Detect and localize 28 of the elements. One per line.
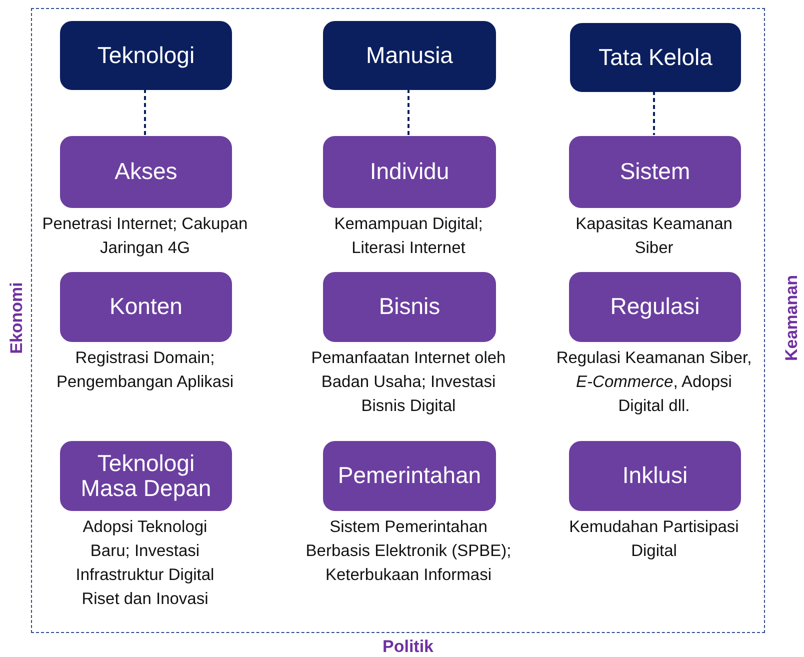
subcategory-box: Bisnis: [323, 272, 496, 342]
dashed-frame: [31, 8, 765, 633]
description-text: Kemudahan Partisipasi Digital: [568, 517, 740, 562]
description-text: Sistem Pemerintahan Berbasis Elektronik (SPBE); Keterbukaan Informasi: [304, 517, 512, 586]
description-text: Adopsi Teknologi Baru; Investasi Infrastruktur Digital Riset dan Inovasi: [74, 517, 216, 610]
axis-label: Keamanan: [782, 275, 802, 361]
description-text: Pemanfaatan Internet oleh Badan Usaha; Investasi Bisnis Digital: [310, 348, 507, 417]
description-text: Kemampuan Digital; Literasi Internet: [333, 214, 484, 259]
subcategory-box: Regulasi: [569, 272, 741, 342]
description-text: Regulasi Keamanan Siber, E-Commerce, Adopsi Digital dll.: [555, 348, 753, 417]
axis-label: Ekonomi: [7, 282, 27, 354]
subcategory-box: Individu: [323, 136, 496, 208]
category-box: Teknologi: [60, 21, 232, 90]
subcategory-box: Sistem: [569, 136, 741, 208]
subcategory-box: Konten: [60, 272, 232, 342]
subcategory-box: Akses: [60, 136, 232, 208]
connector-line: [653, 91, 655, 135]
description-text: Penetrasi Internet; Cakupan Jaringan 4G: [41, 214, 249, 259]
connector-line: [408, 89, 410, 135]
category-box: Manusia: [323, 21, 496, 90]
subcategory-box: Teknologi Masa Depan: [60, 441, 232, 511]
axis-label: Politik: [382, 637, 434, 657]
connector-line: [144, 89, 146, 135]
subcategory-box: Pemerintahan: [323, 441, 496, 511]
category-box: Tata Kelola: [570, 23, 741, 92]
description-text: Registrasi Domain; Pengembangan Aplikasi: [55, 348, 235, 393]
subcategory-box: Inklusi: [569, 441, 741, 511]
description-text: Kapasitas Keamanan Siber: [574, 214, 734, 259]
